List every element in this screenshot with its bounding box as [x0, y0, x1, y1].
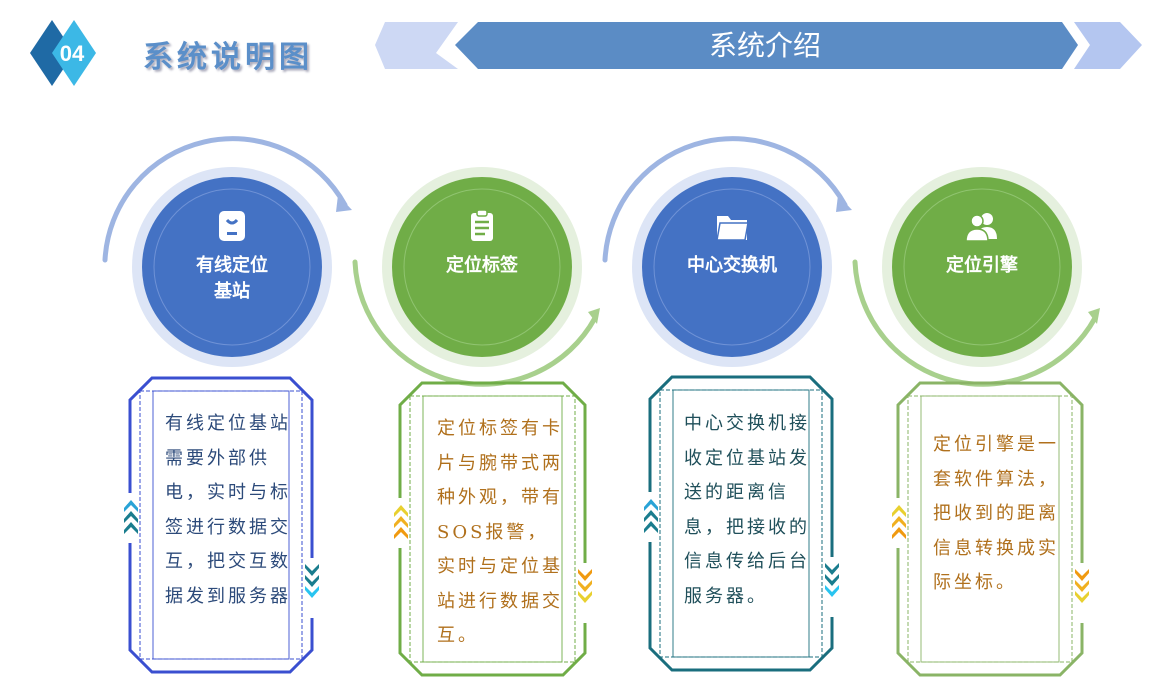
card-gap	[894, 498, 903, 548]
step-label-4: 定位引擎	[946, 255, 1018, 276]
flow-arc-2	[352, 259, 598, 387]
banner-body	[455, 22, 1078, 69]
chevron-up-icon	[644, 510, 658, 522]
card-gap	[580, 563, 590, 623]
flow-arc-1	[102, 136, 348, 263]
circle-2	[382, 167, 582, 367]
section-badge-light	[52, 20, 96, 86]
chevron-up-icon	[892, 516, 906, 528]
chevron-down-icon	[305, 564, 319, 576]
section-number: 04	[59, 41, 85, 66]
circle-4	[882, 167, 1082, 367]
arrow-head-3	[836, 195, 852, 212]
step-desc-4: 定位引擎是一套软件算法，把收到的距离信息转换成实际坐标。	[933, 434, 1059, 593]
chevron-down-icon	[578, 591, 592, 603]
chevron-down-icon	[1075, 580, 1089, 592]
banner-left-chevron	[375, 22, 458, 69]
chevron-down-icon	[825, 585, 839, 597]
card-text-box	[152, 390, 290, 660]
step-desc-1: 有线定位基站需要外部供电，实时与标签进行数据交互，把交互数据发到服务器	[165, 413, 291, 607]
chevron-up-icon	[644, 499, 658, 511]
chevron-up-icon	[124, 522, 138, 534]
chevron-up-icon	[124, 511, 138, 523]
chevron-up-icon	[394, 527, 408, 539]
chevron-up-icon	[394, 505, 408, 517]
step-desc-2: 定位标签有卡片与腕带式两种外观，带有SOS报警，实时与定位基站进行数据交互。	[437, 418, 563, 646]
card-frame-1	[128, 376, 314, 674]
card-frame-4	[896, 381, 1084, 677]
card-gap	[646, 492, 655, 542]
circle-1	[132, 167, 332, 367]
id-badge-icon	[219, 211, 245, 241]
chevron-down-icon	[825, 563, 839, 575]
chevron-up-icon	[394, 516, 408, 528]
chevron-up-icon	[124, 500, 138, 512]
chevron-down-icon	[305, 586, 319, 598]
folder-icon	[716, 216, 749, 241]
banner-right-chevron	[1074, 22, 1142, 69]
step-label-line1: 有线定位	[196, 255, 268, 276]
card-gap	[307, 558, 317, 618]
card-gap	[827, 557, 837, 617]
circle-3	[632, 167, 832, 367]
chevron-down-icon	[1075, 591, 1089, 603]
chevron-up-icon	[644, 521, 658, 533]
card-gap	[396, 498, 405, 548]
flow-arc-3	[602, 136, 848, 263]
chevron-down-icon	[578, 569, 592, 581]
section-title: 系统说明图	[143, 40, 313, 75]
card-text-box	[672, 389, 810, 658]
card-text-box	[422, 395, 563, 663]
card-gap	[126, 493, 135, 543]
chevron-down-icon	[305, 575, 319, 587]
clipboard-icon	[471, 209, 493, 241]
card-frame-3	[648, 375, 834, 672]
chevron-up-icon	[892, 505, 906, 517]
banner-title: 系统介绍	[708, 29, 821, 62]
arrow-head-4	[1088, 308, 1100, 324]
arrow-head-1	[336, 195, 352, 212]
step-label-2: 定位标签	[446, 255, 518, 276]
card-text-box	[920, 395, 1060, 663]
card-frame-2	[398, 381, 587, 677]
step-label-1: 有线定位基站	[142, 253, 322, 305]
step-label-line2: 基站	[214, 281, 250, 302]
flow-arc-4	[852, 259, 1098, 387]
chevron-down-icon	[1075, 569, 1089, 581]
arrow-head-2	[588, 308, 600, 324]
card-gap	[1077, 563, 1087, 623]
step-desc-3: 中心交换机接收定位基站发送的距离信息，把接收的信息传给后台服务器。	[684, 413, 810, 607]
chevron-down-icon	[578, 580, 592, 592]
chevron-down-icon	[825, 574, 839, 586]
chevron-up-icon	[892, 527, 906, 539]
users-icon	[965, 213, 997, 242]
step-label-3: 中心交换机	[687, 255, 777, 276]
